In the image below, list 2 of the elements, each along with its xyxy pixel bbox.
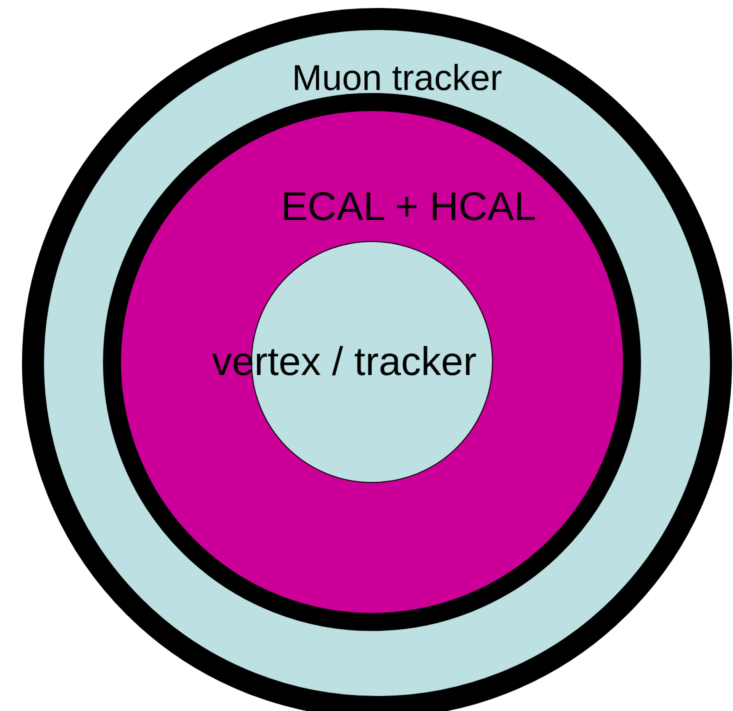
region-label: ECAL + HCAL <box>281 185 536 229</box>
region-label: Muon tracker <box>292 58 502 98</box>
